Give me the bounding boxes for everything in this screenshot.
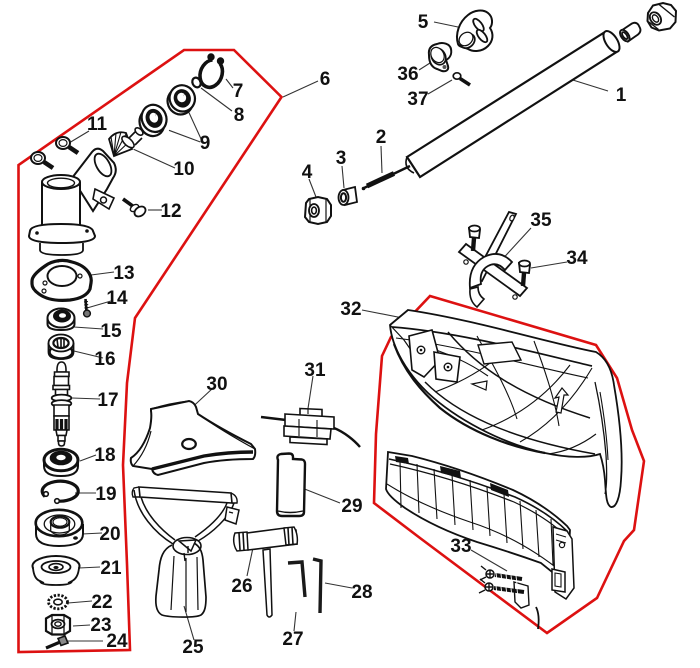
svg-text:7: 7 xyxy=(233,81,244,102)
svg-text:36: 36 xyxy=(397,64,418,85)
svg-text:28: 28 xyxy=(351,582,372,603)
svg-text:21: 21 xyxy=(100,558,122,579)
svg-text:19: 19 xyxy=(95,484,116,505)
svg-text:22: 22 xyxy=(91,592,112,613)
svg-text:4: 4 xyxy=(302,162,313,183)
svg-text:3: 3 xyxy=(336,148,347,169)
svg-text:27: 27 xyxy=(282,629,303,650)
svg-text:15: 15 xyxy=(100,321,122,342)
svg-text:25: 25 xyxy=(182,637,204,658)
svg-text:9: 9 xyxy=(200,133,211,154)
svg-text:18: 18 xyxy=(94,445,115,466)
svg-text:34: 34 xyxy=(566,248,588,269)
svg-text:33: 33 xyxy=(450,536,471,557)
svg-text:23: 23 xyxy=(90,615,111,636)
svg-text:29: 29 xyxy=(341,496,362,517)
svg-text:8: 8 xyxy=(234,105,245,126)
svg-text:13: 13 xyxy=(113,263,134,284)
svg-text:20: 20 xyxy=(99,524,120,545)
svg-text:12: 12 xyxy=(160,201,181,222)
svg-text:10: 10 xyxy=(173,159,194,180)
svg-text:24: 24 xyxy=(106,631,128,652)
svg-text:5: 5 xyxy=(418,12,429,33)
svg-text:16: 16 xyxy=(94,349,115,370)
svg-text:26: 26 xyxy=(231,576,252,597)
svg-text:32: 32 xyxy=(340,299,361,320)
svg-text:37: 37 xyxy=(407,89,428,110)
svg-text:30: 30 xyxy=(206,374,227,395)
svg-text:11: 11 xyxy=(87,114,108,135)
svg-text:35: 35 xyxy=(530,210,552,231)
svg-text:17: 17 xyxy=(97,390,118,411)
svg-text:6: 6 xyxy=(320,69,331,90)
svg-text:31: 31 xyxy=(304,360,326,381)
svg-text:1: 1 xyxy=(616,85,627,106)
svg-text:2: 2 xyxy=(376,127,387,148)
svg-text:14: 14 xyxy=(106,288,128,309)
